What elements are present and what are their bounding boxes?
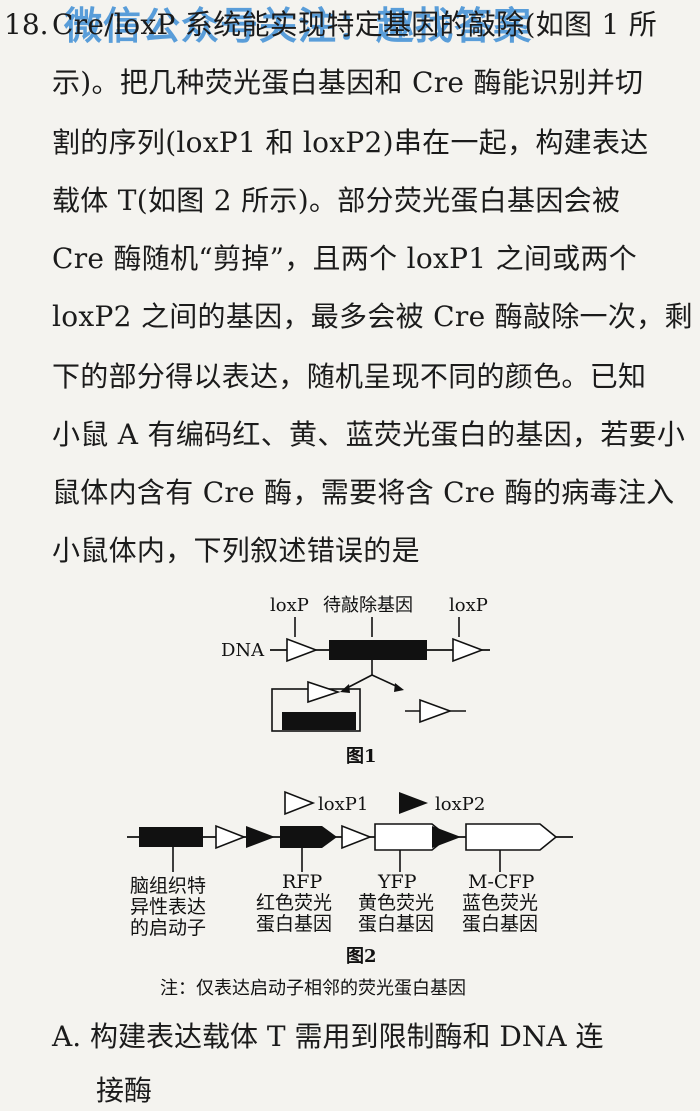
fig2-loxp1-a [215, 824, 247, 850]
question-line-7: 下的部分得以表达，随机呈现不同的颜色。已知 [52, 360, 647, 393]
fig1-loxp-left-label: loxP [270, 595, 309, 616]
question-line-2: 示)。把几种荧光蛋白基因和 Cre 酶能识别并切 [52, 66, 644, 99]
question-line-6: loxP2 之间的基因，最多会被 Cre 酶敲除一次，剩 [52, 300, 693, 333]
fig2-yfp-label: YFP [377, 871, 417, 893]
legend-loxp2-icon [399, 792, 428, 814]
question-line-3: 割的序列(loxP1 和 loxP2)串在一起，构建表达 [52, 126, 649, 159]
fig2-yfp-desc-1: 黄色荧光 [358, 892, 434, 914]
fig1-gene-label: 待敲除基因 [323, 595, 413, 616]
fig2-rfp-desc-2: 蛋白基因 [256, 913, 332, 935]
watermark: 微信公众号关注：趣找答案 [64, 4, 533, 48]
fig2-mcfp-label: M-CFP [468, 871, 535, 893]
fig1-loxp-right-label: loxP [449, 595, 488, 616]
fig1-caption: 图1 [346, 746, 377, 767]
fig2-mcfp-gene [465, 823, 558, 851]
option-a-line-1: A. 构建表达载体 T 需用到限制酶和 DNA 连 [52, 1020, 604, 1053]
fig2-rfp-desc-1: 红色荧光 [256, 892, 332, 914]
fig1-target-gene [329, 640, 427, 660]
fig2-rfp-gene [280, 826, 337, 848]
fig2-mcfp-desc-1: 蓝色荧光 [462, 892, 538, 914]
fig2-promoter-label-3: 的启动子 [130, 917, 206, 939]
fig2-note: 注：仅表达启动子相邻的荧光蛋白基因 [160, 978, 466, 999]
legend-loxp1-label: loxP1 [318, 794, 368, 815]
option-a-line-2: 接酶 [96, 1074, 153, 1107]
question-line-1: Cre/loxP 系统能实现特定基因的敲除(如图 1 所 [52, 8, 658, 41]
fig2-caption: 图2 [346, 946, 377, 967]
fig1-loxp-right [452, 637, 485, 663]
question-line-8: 小鼠 A 有编码红、黄、蓝荧光蛋白的基因，若要小 [52, 418, 686, 451]
question-line-9: 鼠体内含有 Cre 酶，需要将含 Cre 酶的病毒注入 [52, 476, 675, 509]
fig2-loxp2-b [432, 826, 461, 848]
question-line-10: 小鼠体内，下列叙述错误的是 [52, 534, 420, 567]
fig2-yfp-desc-2: 蛋白基因 [358, 913, 434, 935]
fig1-remaining-loxp [419, 698, 453, 724]
legend-loxp2-label: loxP2 [435, 794, 485, 815]
fig2-mcfp-desc-2: 蛋白基因 [462, 913, 538, 935]
fig2-loxp2-a [246, 826, 275, 848]
question-number: 18. [4, 8, 49, 41]
fig1-loxp-left [286, 637, 319, 663]
fig2-rfp-label: RFP [282, 871, 322, 893]
figure-1: loxP 待敲除基因 loxP DNA 图1 [221, 595, 490, 767]
fig2-promoter-label-2: 异性表达 [130, 896, 206, 918]
question-line-5: Cre 酶随机“剪掉”，且两个 loxP1 之间或两个 [52, 242, 638, 275]
question-line-4: 载体 T(如图 2 所示)。部分荧光蛋白基因会被 [52, 184, 621, 217]
legend-loxp1-icon [284, 790, 316, 816]
fig2-promoter [139, 827, 203, 847]
fig1-dna-label: DNA [221, 640, 265, 661]
fig2-loxp1-b [341, 824, 373, 850]
figure-2: loxP1 loxP2 脑组织特 异性表达 的启动子 RFP 红色荧光 蛋白基因… [127, 790, 573, 999]
fig2-promoter-label-1: 脑组织特 [130, 875, 206, 897]
